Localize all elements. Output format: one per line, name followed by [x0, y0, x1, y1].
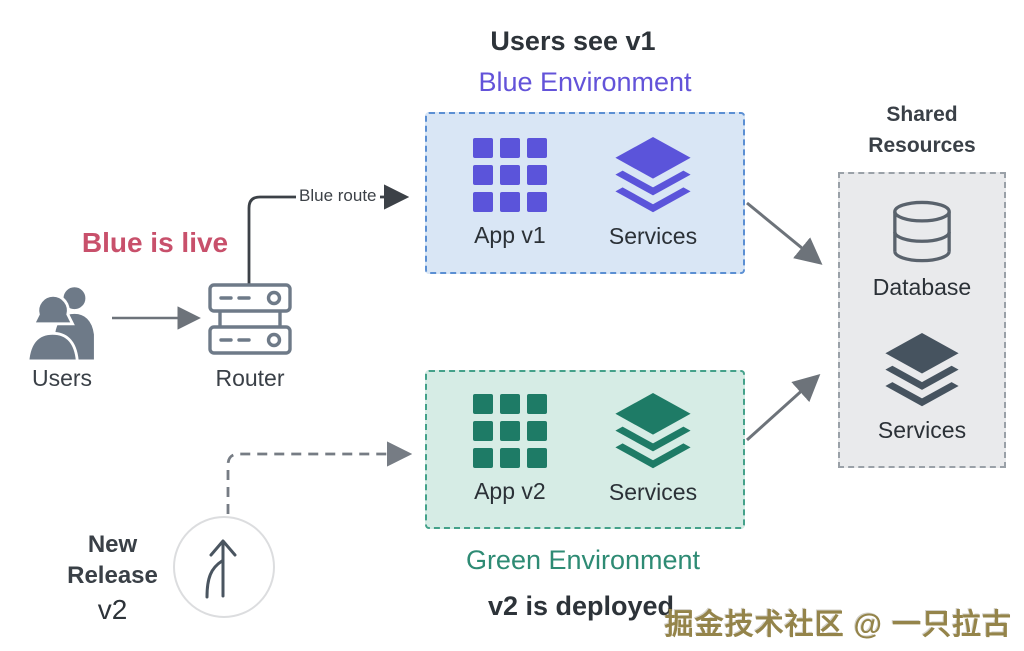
new-release-dashed-arrow: [226, 441, 413, 514]
watermark-text: 掘金技术社区 @ 一只拉古: [664, 609, 1012, 641]
new-release-line2: Release: [67, 562, 158, 589]
blue-route-label: Blue route: [296, 186, 380, 206]
shared-resources-heading: Shared Resources: [838, 99, 1006, 161]
green-to-shared-arrow: [745, 373, 821, 442]
database-cylinder-icon: [893, 200, 951, 263]
router-label: Router: [215, 365, 285, 391]
git-merge-circle: [173, 516, 275, 618]
title-green-environment: Green Environment: [465, 545, 701, 575]
app-v1-label: App v1: [474, 221, 546, 248]
app-grid-icon: [472, 394, 547, 468]
green-environment-box: App v2 Services: [425, 370, 745, 529]
new-release-version: v2: [97, 594, 128, 625]
green-app-item: App v2: [472, 394, 547, 505]
database-label: Database: [872, 274, 972, 300]
layers-icon: [885, 333, 959, 407]
shared-services-label: Services: [877, 417, 967, 443]
shared-resources-box: Database Services: [838, 172, 1006, 468]
title-blue-environment: Blue Environment: [478, 67, 692, 97]
green-services-label: Services: [608, 479, 698, 505]
status-blue-is-live: Blue is live: [81, 227, 229, 258]
blue-to-shared-arrow: [746, 201, 823, 265]
blue-app-item: App v1: [472, 137, 547, 249]
people-icon: [26, 284, 97, 361]
users-label: Users: [31, 365, 93, 391]
blue-route-arrow: [247, 184, 410, 284]
app-v2-label: App v2: [474, 478, 546, 504]
blue-services-item: Services: [608, 136, 698, 250]
blue-services-label: Services: [608, 222, 698, 249]
app-grid-icon: [472, 137, 547, 212]
blue-environment-box: App v1 Services: [425, 112, 745, 274]
shared-heading-line2: Resources: [868, 134, 976, 157]
layers-icon: [615, 136, 691, 212]
router-icon: [208, 283, 292, 355]
green-services-item: Services: [609, 393, 697, 506]
shared-heading-line1: Shared: [886, 103, 958, 126]
new-release-line1: New: [87, 531, 138, 558]
layers-icon: [615, 393, 691, 469]
title-users-see-v1: Users see v1: [490, 26, 656, 56]
git-merge-icon: [205, 539, 237, 599]
title-v2-is-deployed: v2 is deployed: [487, 591, 675, 621]
